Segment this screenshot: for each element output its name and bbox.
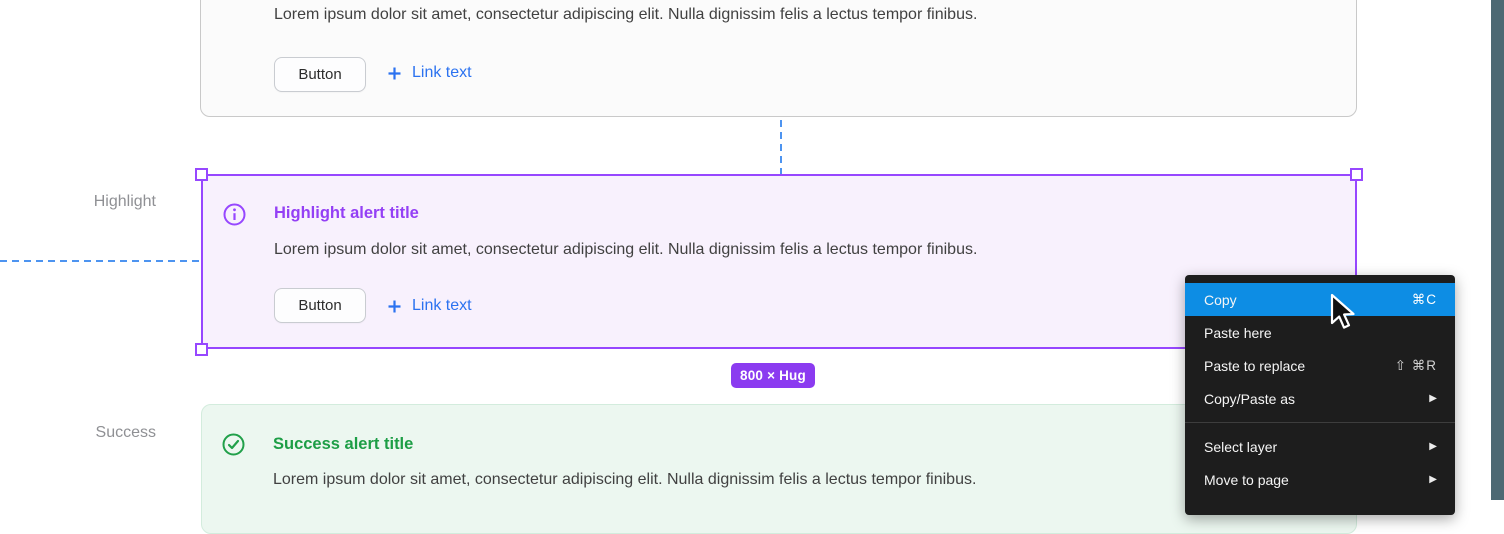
check-circle-icon [222, 433, 245, 456]
selection-handle-bottom-left[interactable] [195, 343, 208, 356]
menu-item-select-layer[interactable]: Select layer ▶ [1185, 430, 1455, 463]
selection-handle-top-right[interactable] [1350, 168, 1363, 181]
menu-item-paste-here[interactable]: Paste here [1185, 316, 1455, 349]
alert-body-text: Lorem ipsum dolor sit amet, consectetur … [274, 6, 978, 23]
menu-item-copy[interactable]: Copy ⌘C [1185, 283, 1455, 316]
context-menu: Copy ⌘C Paste here Paste to replace ⇧ ⌘R… [1185, 275, 1455, 515]
menu-item-label: Paste here [1204, 324, 1272, 341]
horizontal-alignment-guide [0, 260, 201, 262]
menu-item-label: Move to page [1204, 471, 1289, 488]
alert-title: Highlight alert title [274, 204, 419, 222]
menu-item-move-to-page[interactable]: Move to page ▶ [1185, 463, 1455, 496]
menu-item-label: Paste to replace [1204, 357, 1306, 374]
menu-item-label: Select layer [1204, 438, 1278, 455]
menu-item-label: Copy [1204, 291, 1237, 308]
section-label-success: Success [95, 424, 156, 441]
alert-card-success[interactable]: Success alert title Lorem ipsum dolor si… [201, 404, 1357, 534]
alert-title: Success alert title [273, 435, 414, 453]
menu-item-shortcut: ⇧ ⌘R [1394, 357, 1437, 373]
link-label: Link text [412, 64, 472, 81]
alert-card-highlight[interactable]: Highlight alert title Lorem ipsum dolor … [201, 174, 1357, 349]
selection-handle-top-left[interactable] [195, 168, 208, 181]
alert-body-text: Lorem ipsum dolor sit amet, consectetur … [273, 471, 977, 488]
size-badge: 800 × Hug [731, 363, 815, 388]
section-label-highlight: Highlight [93, 193, 156, 210]
chevron-right-icon: ▶ [1429, 473, 1437, 485]
button[interactable]: Button [274, 57, 366, 92]
alert-body-text: Lorem ipsum dolor sit amet, consectetur … [274, 241, 978, 258]
plus-icon [388, 300, 401, 312]
menu-item-paste-to-replace[interactable]: Paste to replace ⇧ ⌘R [1185, 349, 1455, 382]
chevron-right-icon: ▶ [1429, 392, 1437, 404]
link-text[interactable]: Link text [387, 297, 472, 315]
alert-card-default[interactable]: Lorem ipsum dolor sit amet, consectetur … [200, 0, 1357, 117]
link-label: Link text [412, 297, 472, 314]
link-text[interactable]: Link text [387, 64, 472, 82]
button[interactable]: Button [274, 288, 366, 323]
menu-divider [1185, 422, 1455, 423]
menu-item-label: Copy/Paste as [1204, 390, 1296, 407]
arrow-cursor-icon [1330, 293, 1355, 329]
menu-item-copy-paste-as[interactable]: Copy/Paste as ▶ [1185, 382, 1455, 415]
chevron-right-icon: ▶ [1429, 440, 1437, 452]
side-panel-strip [1491, 0, 1504, 500]
info-circle-icon [223, 203, 246, 226]
plus-icon [388, 67, 401, 79]
menu-item-shortcut: ⌘C [1411, 291, 1437, 307]
